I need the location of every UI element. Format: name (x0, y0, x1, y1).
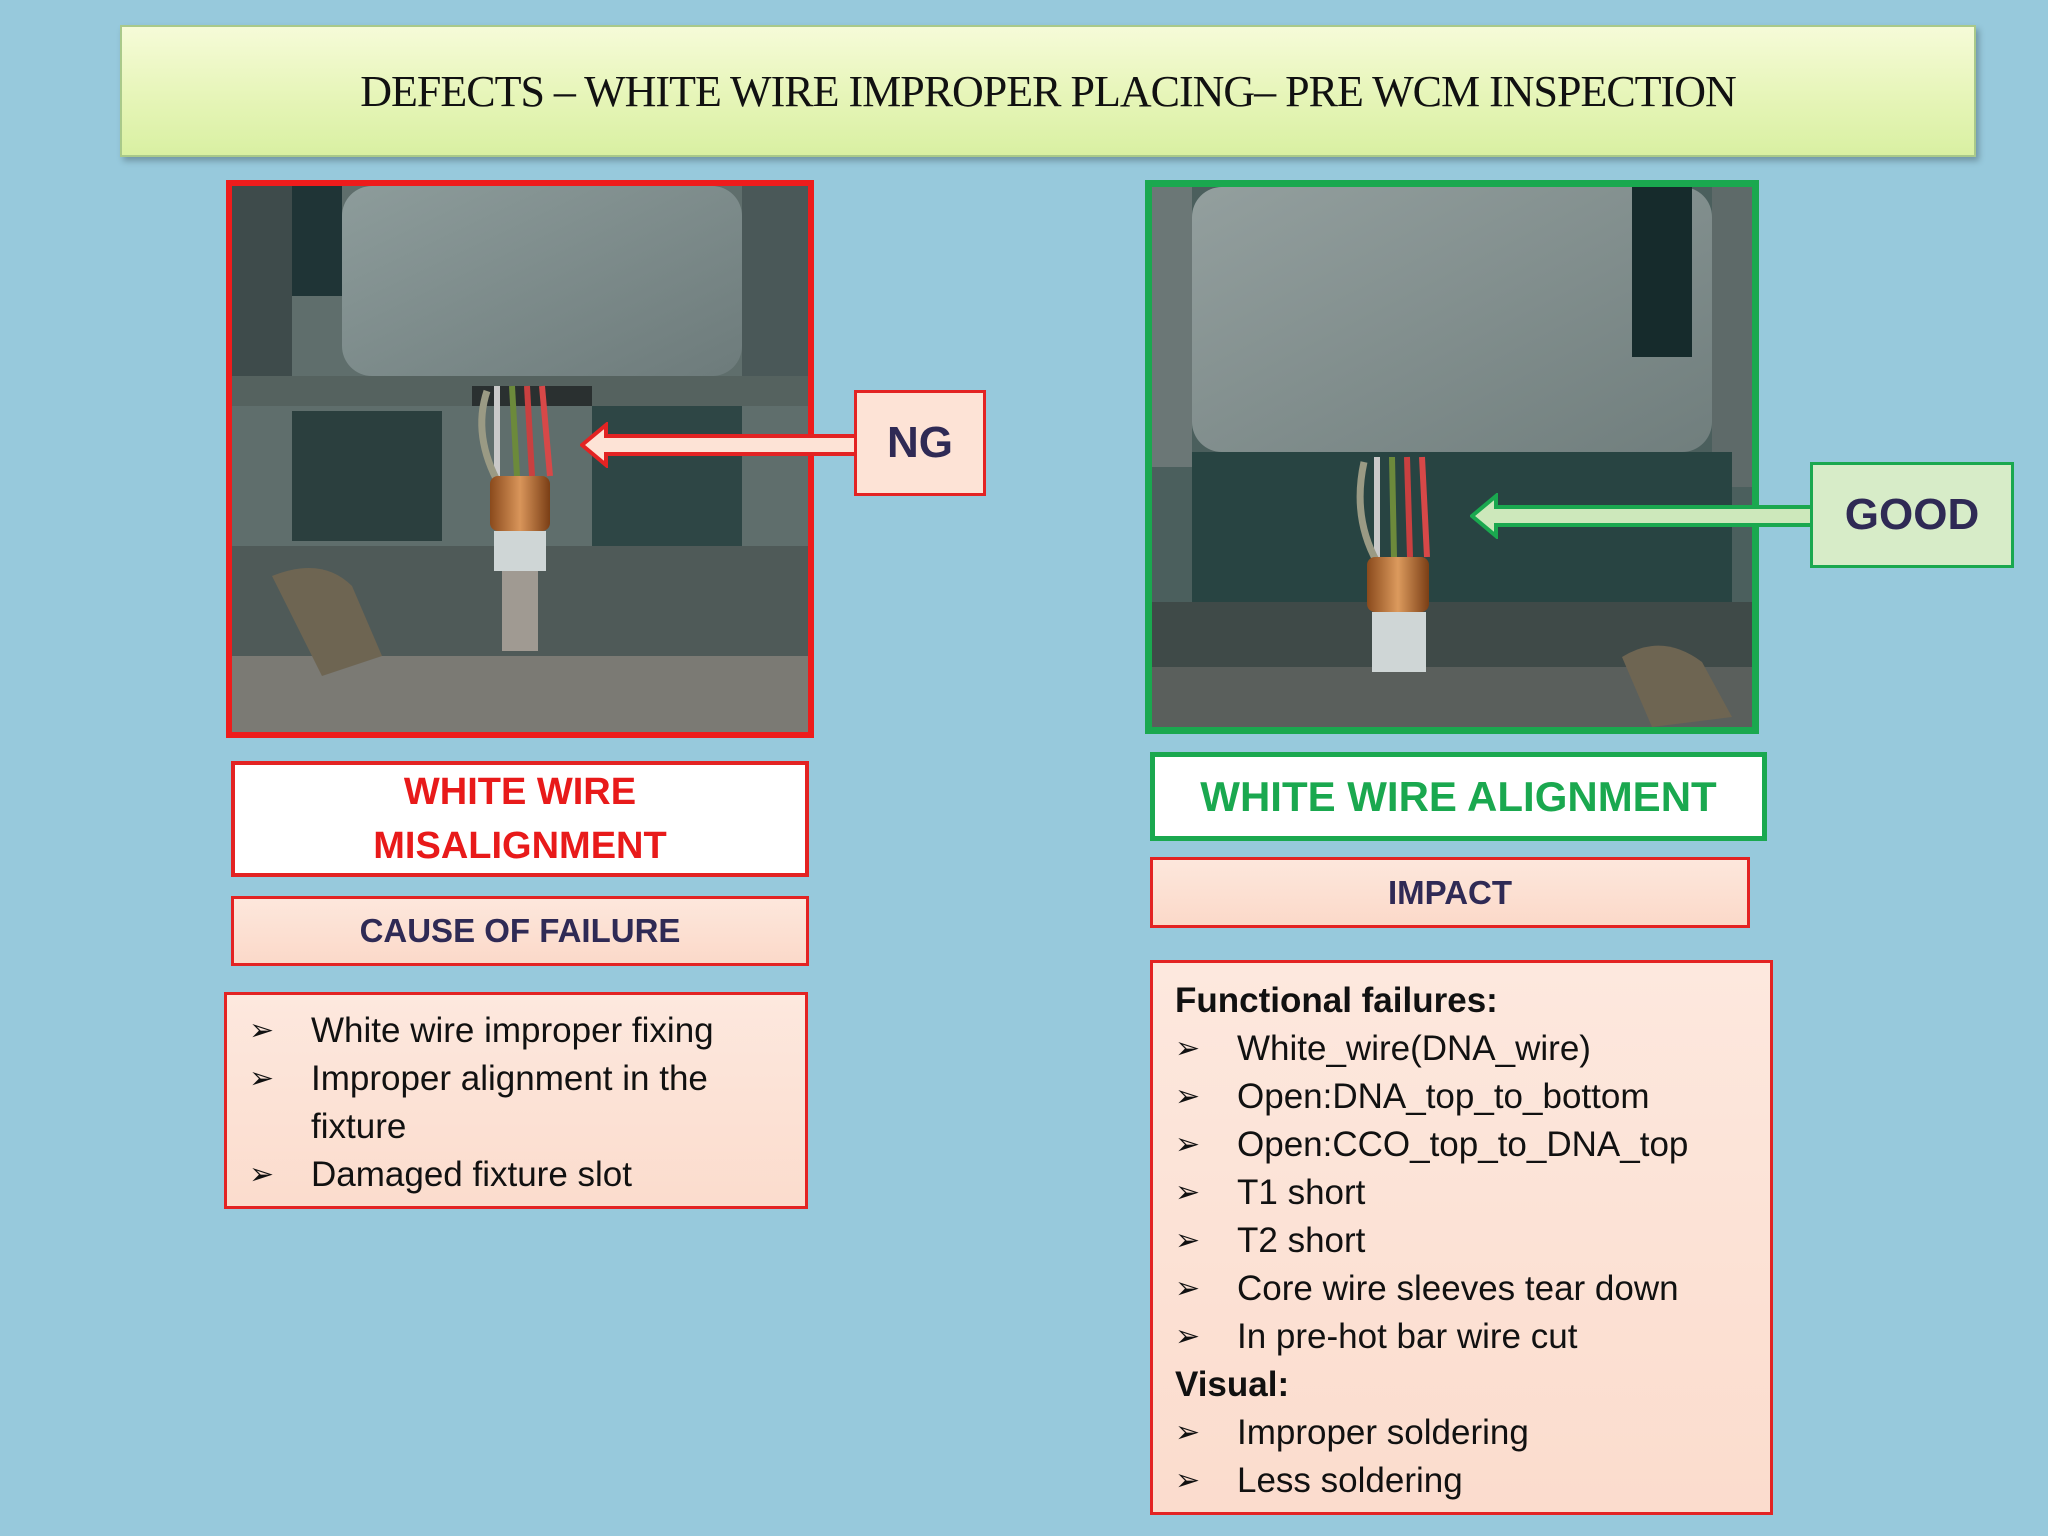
functional-failures-header: Functional failures: (1175, 981, 1498, 1020)
title-banner: DEFECTS – WHITE WIRE IMPROPER PLACING– P… (120, 25, 1976, 157)
page-title: DEFECTS – WHITE WIRE IMPROPER PLACING– P… (360, 66, 1737, 116)
list-item: ➢ Less soldering (1175, 1457, 1754, 1505)
list-item: ➢ White_wire(DNA_wire) (1175, 1025, 1754, 1073)
list-item: ➢ In pre-hot bar wire cut (1175, 1313, 1754, 1361)
impact-label: IMPACT (1150, 857, 1750, 928)
ng-arrow-icon (580, 422, 858, 468)
arrow-bullet-icon: ➢ (1175, 1320, 1201, 1353)
arrow-bullet-icon: ➢ (1175, 1464, 1201, 1497)
arrow-bullet-icon: ➢ (249, 1014, 275, 1047)
ng-photo (226, 180, 814, 738)
good-photo-illustration (1152, 187, 1752, 727)
alignment-heading: WHITE WIRE ALIGNMENT (1150, 752, 1767, 841)
visual-header: Visual: (1175, 1365, 1290, 1404)
arrow-bullet-icon: ➢ (1175, 1080, 1201, 1113)
good-tag: GOOD (1810, 462, 2014, 568)
arrow-bullet-icon: ➢ (249, 1062, 275, 1095)
good-arrow-icon (1470, 493, 1814, 539)
list-item: ➢ Improper soldering (1175, 1409, 1754, 1457)
arrow-bullet-icon: ➢ (1175, 1416, 1201, 1449)
list-item: ➢ Damaged fixture slot (249, 1151, 789, 1199)
arrow-bullet-icon: ➢ (1175, 1128, 1201, 1161)
list-item: ➢ Improper alignment in the fixture (249, 1055, 789, 1151)
cause-of-failure-label: CAUSE OF FAILURE (231, 896, 809, 966)
list-item: ➢ White wire improper fixing (249, 1007, 789, 1055)
impact-list: Functional failures: ➢ White_wire(DNA_wi… (1150, 960, 1773, 1515)
arrow-bullet-icon: ➢ (249, 1158, 275, 1191)
cause-list: ➢ White wire improper fixing ➢ Improper … (224, 992, 808, 1209)
misalignment-heading-line1: WHITE WIRE (403, 771, 637, 813)
list-item: ➢ Core wire sleeves tear down (1175, 1265, 1754, 1313)
arrow-bullet-icon: ➢ (1175, 1224, 1201, 1257)
list-item: ➢ Open:CCO_top_to_DNA_top (1175, 1121, 1754, 1169)
list-item: ➢ T1 short (1175, 1169, 1754, 1217)
ng-photo-illustration (232, 186, 808, 732)
good-photo (1145, 180, 1759, 734)
arrow-bullet-icon: ➢ (1175, 1272, 1201, 1305)
list-item: ➢ T2 short (1175, 1217, 1754, 1265)
list-item: ➢ Open:DNA_top_to_bottom (1175, 1073, 1754, 1121)
misalignment-heading-line2: MISALIGNMENT (373, 825, 667, 867)
misalignment-heading: WHITE WIRE MISALIGNMENT (231, 761, 809, 877)
arrow-bullet-icon: ➢ (1175, 1032, 1201, 1065)
arrow-bullet-icon: ➢ (1175, 1176, 1201, 1209)
ng-tag: NG (854, 390, 986, 496)
